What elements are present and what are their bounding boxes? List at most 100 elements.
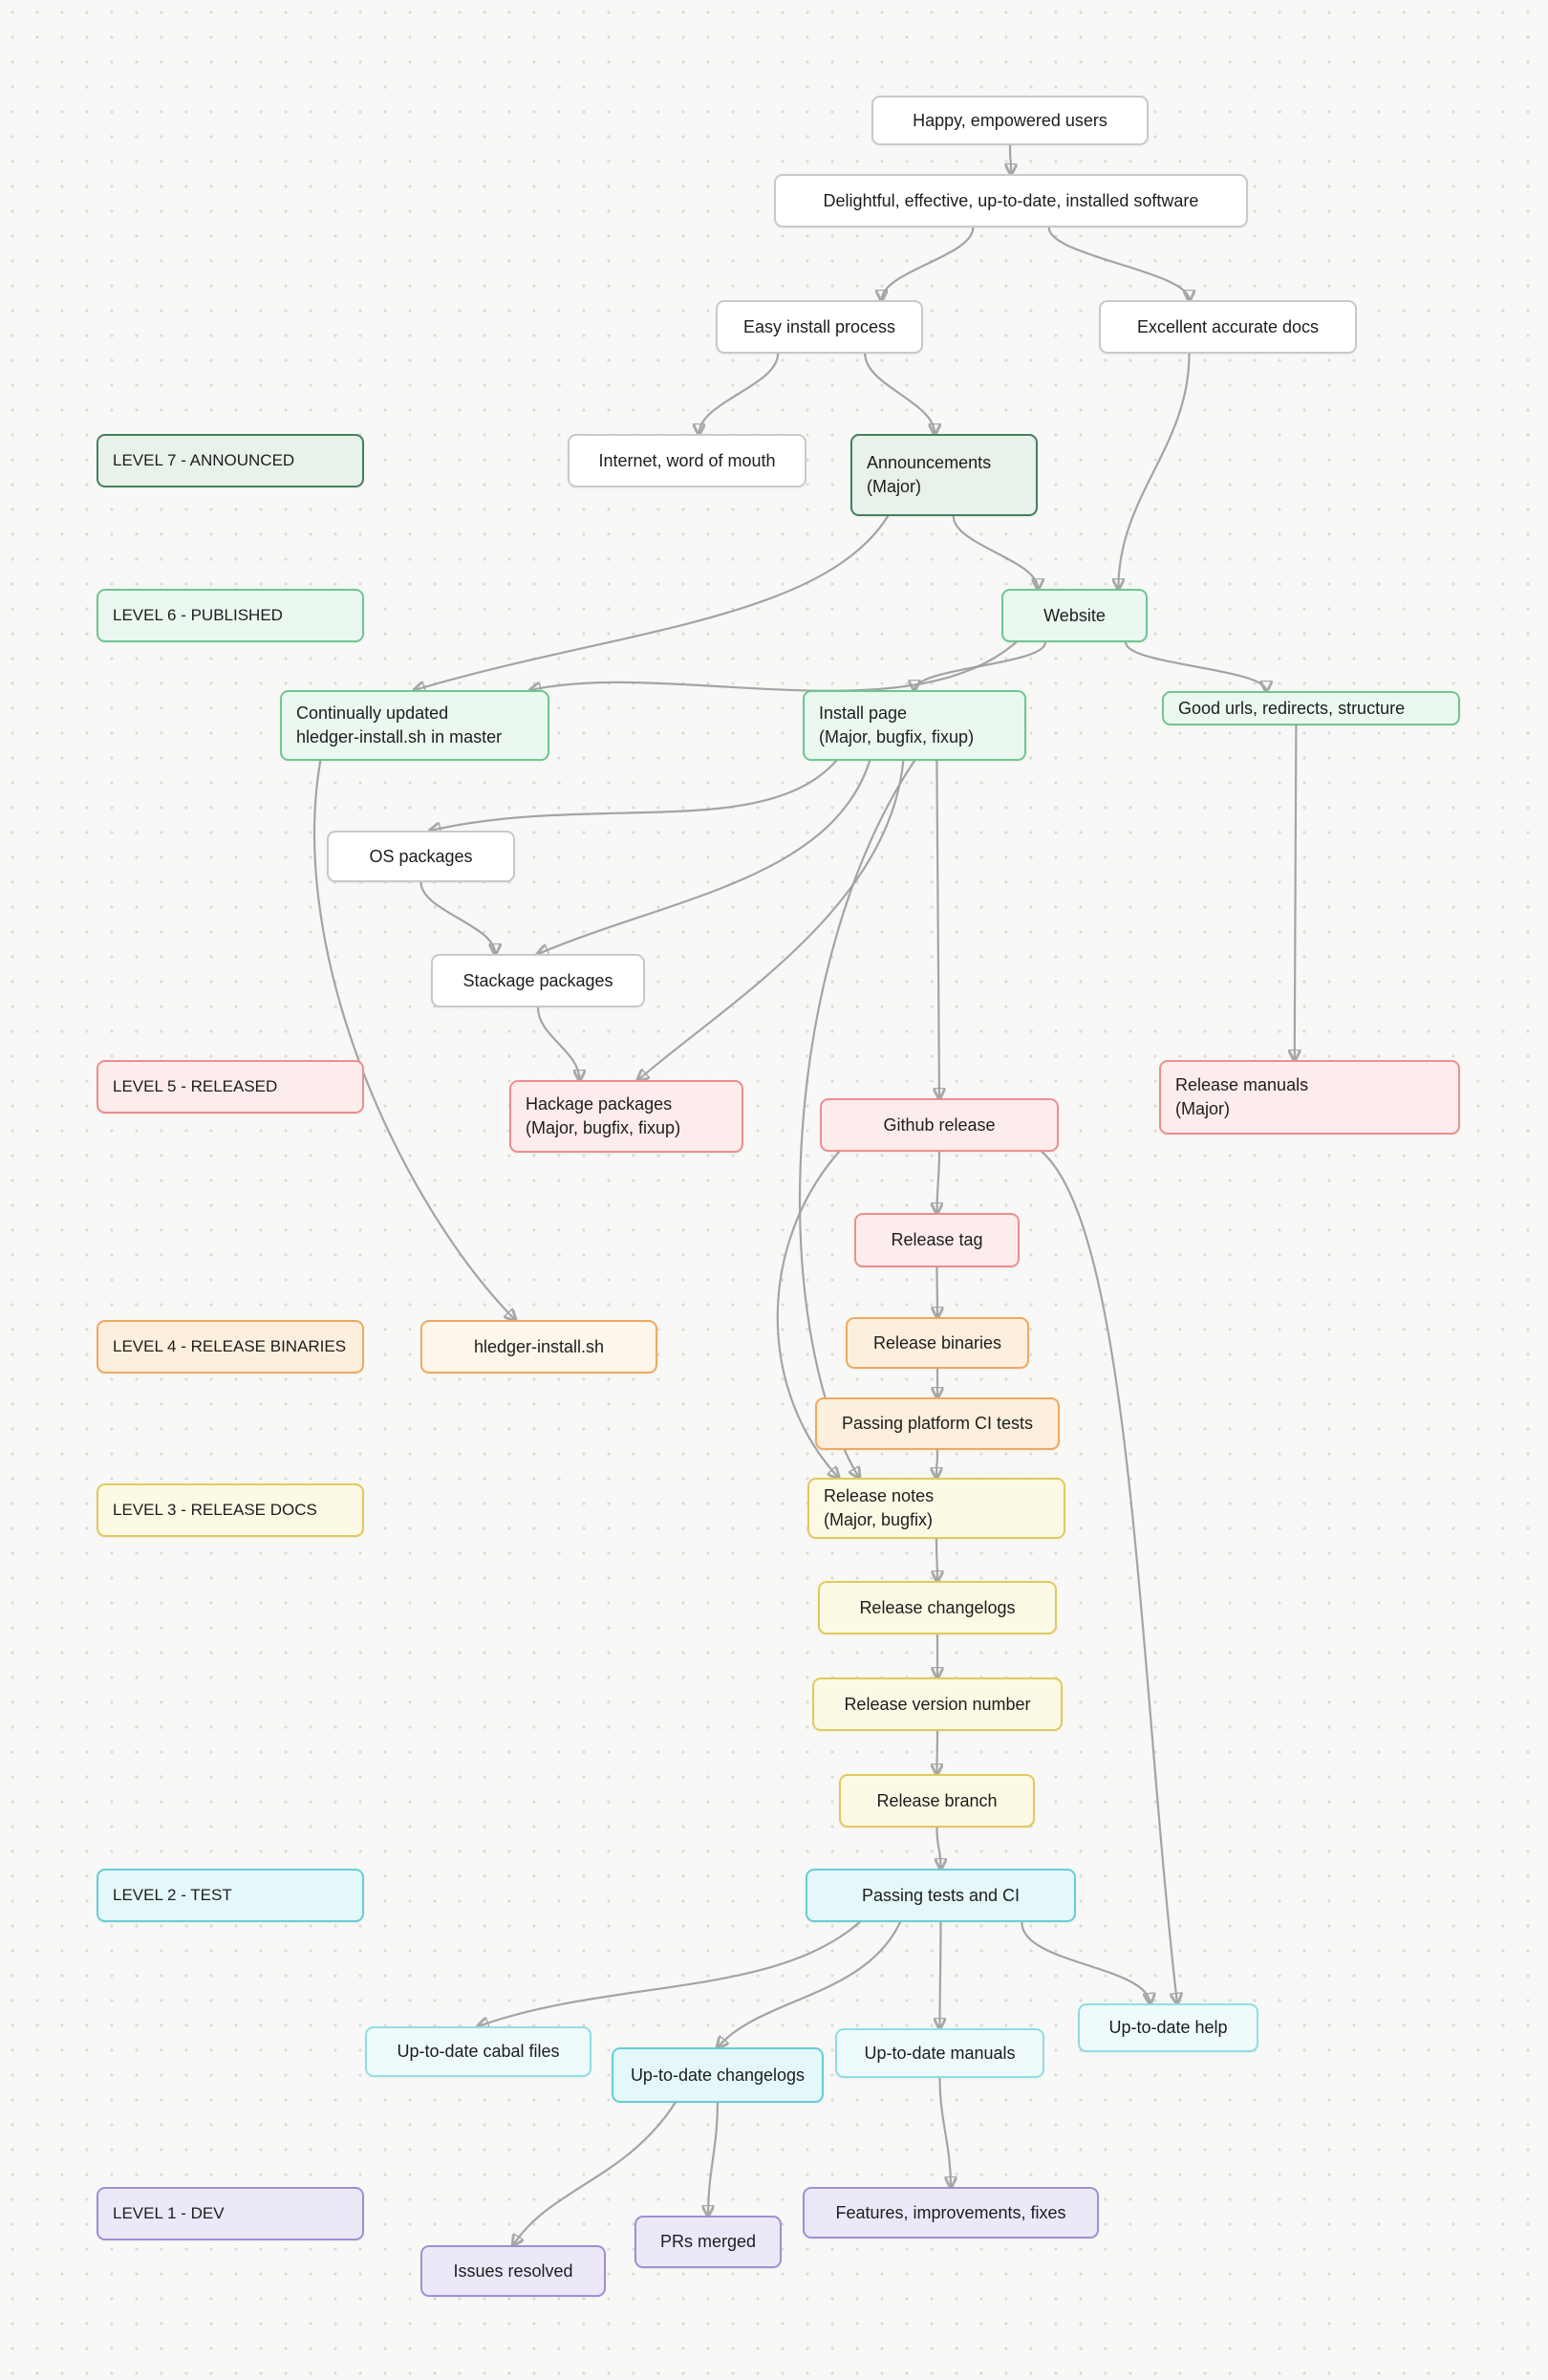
edges-group bbox=[312, 143, 1297, 2245]
edge-reltag-relbin bbox=[937, 1266, 938, 1317]
node-delightful[interactable]: Delightful, effective, up-to-date, insta… bbox=[774, 174, 1248, 227]
node-level7[interactable]: LEVEL 7 - ANNOUNCED bbox=[97, 434, 364, 487]
node-relbranch[interactable]: Release branch bbox=[839, 1774, 1035, 1828]
node-label: Excellent accurate docs bbox=[1136, 316, 1320, 336]
node-label: Passing platform CI tests bbox=[841, 1414, 1034, 1434]
node-features[interactable]: Features, improvements, fixes bbox=[803, 2187, 1099, 2239]
node-hackage[interactable]: Hackage packages (Major, bugfix, fixup) bbox=[509, 1080, 743, 1153]
edge-ptests-utdman bbox=[940, 1920, 941, 2028]
node-prs[interactable]: PRs merged bbox=[634, 2216, 782, 2268]
node-utdchange[interactable]: Up-to-date changelogs bbox=[612, 2047, 824, 2103]
node-relver[interactable]: Release version number bbox=[812, 1677, 1063, 1731]
node-label: LEVEL 4 - RELEASE BINARIES bbox=[113, 1337, 347, 1356]
edge-goodurls-manuals5 bbox=[1295, 724, 1297, 1060]
edge-announcements-website bbox=[952, 514, 1038, 589]
node-label: Release branch bbox=[876, 1790, 998, 1810]
node-label: Good urls, redirects, structure bbox=[1178, 698, 1406, 718]
edge-easy-internet bbox=[699, 352, 780, 434]
node-level6[interactable]: LEVEL 6 - PUBLISHED bbox=[97, 589, 364, 642]
node-website[interactable]: Website bbox=[1001, 589, 1148, 642]
node-label: Issues resolved bbox=[453, 2261, 573, 2281]
edge-installpage-os bbox=[430, 759, 838, 831]
node-label: Easy install process bbox=[742, 316, 896, 336]
node-level4[interactable]: LEVEL 4 - RELEASE BINARIES bbox=[97, 1320, 364, 1374]
node-cabal[interactable]: Up-to-date cabal files bbox=[365, 2026, 591, 2077]
node-utdman[interactable]: Up-to-date manuals bbox=[835, 2028, 1044, 2078]
node-label: Delightful, effective, up-to-date, insta… bbox=[823, 190, 1199, 210]
node-happy[interactable]: Happy, empowered users bbox=[871, 96, 1149, 145]
node-label: Up-to-date cabal files bbox=[397, 2042, 560, 2062]
node-relnotes[interactable]: Release notes (Major, bugfix) bbox=[807, 1478, 1065, 1539]
node-label: LEVEL 3 - RELEASE DOCS bbox=[113, 1501, 317, 1520]
edge-installpage-stackage bbox=[538, 759, 871, 954]
node-label: Announcements (Major) bbox=[867, 453, 992, 496]
edge-utdchange-issues bbox=[513, 2101, 677, 2245]
node-label: Release version number bbox=[844, 1694, 1031, 1714]
node-label: Up-to-date changelogs bbox=[630, 2065, 806, 2085]
node-relchange[interactable]: Release changelogs bbox=[818, 1581, 1057, 1634]
node-label: PRs merged bbox=[659, 2232, 757, 2252]
node-announcements[interactable]: Announcements (Major) bbox=[850, 434, 1038, 516]
node-label: Up-to-date help bbox=[1108, 2018, 1228, 2038]
node-label: Continually updated hledger-install.sh i… bbox=[296, 703, 503, 746]
edge-delightful-easy bbox=[882, 226, 975, 300]
edge-github-relnotes bbox=[776, 1150, 839, 1478]
edge-os-stackage bbox=[419, 880, 496, 954]
node-label: Happy, empowered users bbox=[913, 110, 1107, 130]
node-level1[interactable]: LEVEL 1 - DEV bbox=[97, 2187, 364, 2240]
edge-stackage-hackage bbox=[536, 1006, 580, 1080]
edge-relver-relbranch bbox=[937, 1729, 938, 1774]
node-label: Github release bbox=[883, 1114, 996, 1135]
edge-happy-delightful bbox=[1010, 143, 1011, 174]
node-internet[interactable]: Internet, word of mouth bbox=[568, 434, 806, 487]
node-issues[interactable]: Issues resolved bbox=[420, 2245, 606, 2297]
node-label: Passing tests and CI bbox=[861, 1885, 1021, 1905]
edge-excellent-website bbox=[1118, 352, 1191, 589]
node-label: LEVEL 1 - DEV bbox=[113, 2204, 225, 2223]
node-os[interactable]: OS packages bbox=[327, 831, 515, 882]
node-label: Up-to-date manuals bbox=[864, 2043, 1016, 2063]
node-ptests[interactable]: Passing tests and CI bbox=[806, 1869, 1076, 1922]
node-label: hledger-install.sh bbox=[473, 1336, 605, 1356]
node-installpage[interactable]: Install page (Major, bugfix, fixup) bbox=[803, 690, 1026, 761]
node-level2[interactable]: LEVEL 2 - TEST bbox=[97, 1869, 364, 1922]
node-relbin[interactable]: Release binaries bbox=[846, 1317, 1029, 1369]
edge-installpage-hackage bbox=[638, 759, 905, 1080]
node-label: Release changelogs bbox=[859, 1597, 1016, 1617]
node-label: Internet, word of mouth bbox=[598, 450, 776, 470]
node-github[interactable]: Github release bbox=[820, 1098, 1059, 1152]
node-label: LEVEL 6 - PUBLISHED bbox=[113, 606, 283, 625]
node-stackage[interactable]: Stackage packages bbox=[431, 954, 645, 1007]
edge-website-continually bbox=[530, 640, 1018, 691]
edge-platformci-relnotes bbox=[936, 1448, 937, 1478]
edge-easy-announcements bbox=[864, 352, 935, 434]
node-continually[interactable]: Continually updated hledger-install.sh i… bbox=[280, 690, 549, 761]
edge-github-reltag bbox=[937, 1150, 940, 1213]
edge-github-utdhelp bbox=[1041, 1150, 1177, 2003]
edge-delightful-excellent bbox=[1047, 226, 1190, 300]
node-manuals5[interactable]: Release manuals (Major) bbox=[1159, 1060, 1460, 1135]
node-label: LEVEL 2 - TEST bbox=[113, 1886, 232, 1905]
edge-installpage-github bbox=[936, 759, 939, 1098]
node-label: Release tag bbox=[891, 1230, 983, 1250]
node-utdhelp[interactable]: Up-to-date help bbox=[1078, 2003, 1258, 2052]
edge-relbranch-ptests bbox=[937, 1826, 941, 1869]
node-label: Release manuals (Major) bbox=[1175, 1075, 1309, 1118]
edge-utdchange-prs bbox=[708, 2101, 720, 2216]
node-reltag[interactable]: Release tag bbox=[854, 1213, 1020, 1267]
edge-relnotes-relchange bbox=[936, 1537, 937, 1581]
node-level5[interactable]: LEVEL 5 - RELEASED bbox=[97, 1060, 364, 1114]
node-hledgerinstall[interactable]: hledger-install.sh bbox=[420, 1320, 657, 1374]
node-label: Release binaries bbox=[872, 1332, 1002, 1352]
edge-website-goodurls bbox=[1124, 640, 1266, 691]
node-easy[interactable]: Easy install process bbox=[716, 300, 923, 354]
node-excellent[interactable]: Excellent accurate docs bbox=[1099, 300, 1357, 354]
node-platformci[interactable]: Passing platform CI tests bbox=[815, 1397, 1060, 1450]
node-label: Hackage packages (Major, bugfix, fixup) bbox=[526, 1094, 681, 1137]
node-label: Install page (Major, bugfix, fixup) bbox=[819, 703, 975, 746]
node-goodurls[interactable]: Good urls, redirects, structure bbox=[1162, 691, 1460, 725]
edge-ptests-cabal bbox=[479, 1920, 861, 2026]
node-level3[interactable]: LEVEL 3 - RELEASE DOCS bbox=[97, 1483, 364, 1537]
